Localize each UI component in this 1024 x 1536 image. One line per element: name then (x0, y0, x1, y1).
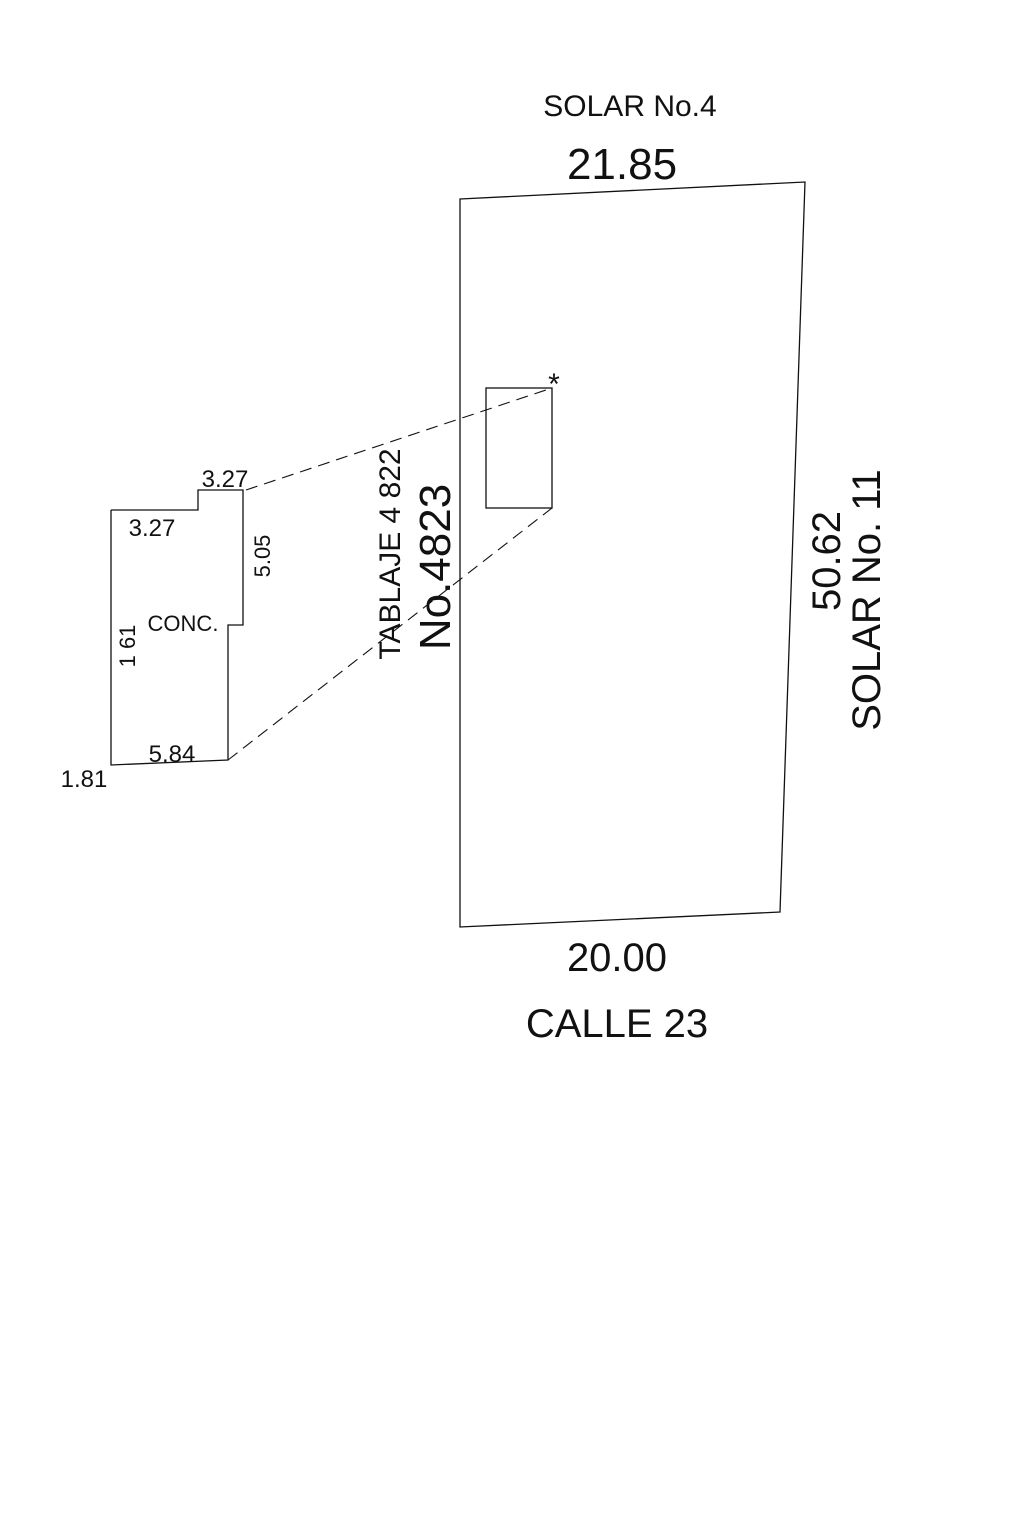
detail-left-length: 1 61 (115, 625, 140, 668)
detail-material-label: CONC. (148, 611, 219, 636)
south-length-label: 20.00 (567, 936, 667, 980)
projection-line-bottom (227, 507, 553, 761)
marker-asterisk-icon: * (548, 368, 560, 401)
detail-inner-length: 3.27 (129, 515, 176, 542)
lot-boundary (459, 181, 806, 928)
north-neighbor-label: SOLAR No.4 (543, 90, 716, 123)
tablaje-label: TABLAJE 4 822 (374, 448, 407, 659)
north-length-label: 21.85 (567, 140, 677, 189)
detail-corner-length: 1.81 (61, 766, 108, 793)
east-length-label: 50.62 (805, 511, 849, 611)
projection-line-top (245, 387, 553, 491)
building-footprint (485, 387, 553, 509)
detail-bottom-length: 5.84 (149, 741, 196, 768)
detail-right-length: 5.05 (250, 535, 275, 578)
street-label: CALLE 23 (526, 1002, 708, 1046)
east-neighbor-label: SOLAR No. 11 (845, 469, 889, 731)
detail-outline (110, 489, 244, 766)
detail-top-length: 3.27 (202, 466, 249, 493)
lot-number-label: No.4823 (411, 484, 460, 650)
